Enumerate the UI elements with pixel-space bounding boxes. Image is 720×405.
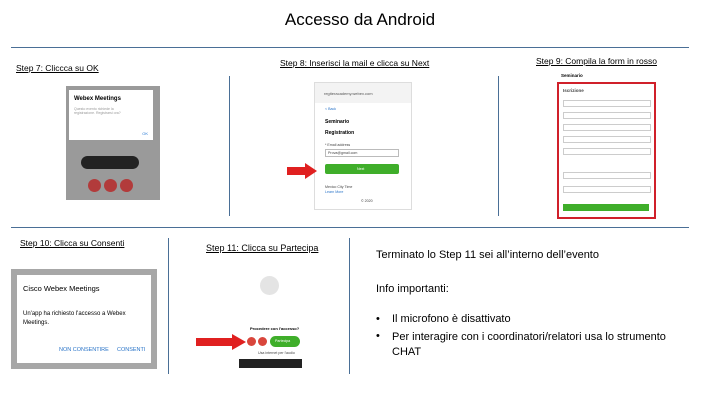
- slide-title: Accesso da Android: [284, 10, 436, 29]
- join-button[interactable]: Partecipa: [270, 336, 300, 347]
- mic-icon[interactable]: [258, 337, 267, 346]
- dark-pill-button: [81, 156, 139, 169]
- video-icon: [88, 179, 101, 192]
- join-label: Partecipa: [275, 339, 291, 343]
- form-field[interactable]: [563, 172, 651, 179]
- divider-left: [229, 76, 230, 216]
- registration-dialog: Webex Meetings Questo evento richiede la…: [69, 90, 153, 140]
- form-header-seminar: Seminario: [561, 73, 583, 78]
- completion-text: Terminato lo Step 11 sei all’interno del…: [376, 249, 599, 261]
- permission-dialog: Cisco Webex Meetings Un'app ha richiesto…: [17, 275, 151, 363]
- ok-button[interactable]: OK: [142, 131, 148, 136]
- share-icon: [120, 179, 133, 192]
- dialog-text: Un'app ha richiesto l'accesso a Webex Me…: [23, 311, 126, 326]
- step-10-label: Step 10: Clicca su Consenti: [20, 238, 125, 248]
- dialog-title: Webex Meetings: [74, 96, 121, 102]
- bullet-chat: Per interagire con i coordinatori/relato…: [392, 331, 666, 358]
- step-8-label: Step 8: Inserisci la mail e clicca su Ne…: [280, 58, 430, 68]
- middle-divider: [11, 227, 689, 228]
- divider-bottom-right: [349, 238, 350, 374]
- avatar: [260, 276, 279, 295]
- mic-icon: [104, 179, 117, 192]
- form-field[interactable]: [563, 124, 651, 131]
- divider-right: [498, 76, 499, 216]
- registration-form-highlight: Iscrizione: [557, 82, 656, 219]
- submit-button[interactable]: [563, 204, 649, 211]
- step-7-screenshot: Webex Meetings Questo evento richiede la…: [66, 86, 160, 200]
- step-7-label: Step 7: Cliccca su OK: [16, 63, 99, 73]
- join-question: Procedere con l'accesso?: [250, 326, 300, 331]
- arrow-to-join-icon: [196, 334, 246, 350]
- browser-bar: regiteracademy.webex.com: [315, 83, 411, 103]
- arrow-to-next-icon: [287, 163, 317, 179]
- audio-option[interactable]: Usa internet per l'audio: [258, 351, 295, 355]
- next-label: Next: [357, 167, 365, 171]
- divider-bottom-left: [168, 238, 169, 374]
- dialog-text: Questo evento richiede la registrazione.…: [74, 107, 121, 115]
- learn-more-link[interactable]: Learn More: [325, 190, 344, 194]
- form-field[interactable]: [563, 112, 651, 119]
- form-field[interactable]: [563, 136, 651, 143]
- form-title: Iscrizione: [563, 88, 584, 93]
- copyright-text: © 2020: [361, 199, 373, 203]
- dialog-title: Cisco Webex Meetings: [23, 284, 100, 293]
- allow-button[interactable]: CONSENTI: [117, 347, 146, 353]
- video-icon[interactable]: [247, 337, 256, 346]
- back-link[interactable]: < Back: [325, 107, 337, 111]
- registration-heading: Registration: [325, 130, 355, 136]
- top-divider: [11, 47, 689, 48]
- email-field[interactable]: Prova@gmail.com: [325, 149, 399, 157]
- bullet-dot: •: [376, 313, 380, 325]
- url-text: regiteracademy.webex.com: [324, 91, 373, 96]
- step-11-label: Step 11: Clicca su Partecipa: [206, 243, 319, 253]
- step-9-label: Step 9: Compila la form in rosso: [536, 56, 657, 66]
- nav-bar: [239, 359, 302, 368]
- timezone-text: Mexico City Time: [325, 185, 353, 189]
- email-label: * Email address: [325, 143, 351, 147]
- seminar-heading: Seminario: [325, 119, 350, 125]
- form-field[interactable]: [563, 100, 651, 107]
- next-button[interactable]: Next: [325, 164, 399, 174]
- form-field[interactable]: [563, 148, 651, 155]
- deny-button[interactable]: NON CONSENTIRE: [59, 347, 109, 353]
- step-8-screenshot: regiteracademy.webex.com < Back Seminari…: [314, 82, 412, 210]
- form-field[interactable]: [563, 186, 651, 193]
- info-heading: Info importanti:: [376, 283, 449, 295]
- step-10-screenshot: Cisco Webex Meetings Un'app ha richiesto…: [11, 269, 157, 369]
- bullet-dot: •: [376, 330, 380, 342]
- email-value: Prova@gmail.com: [328, 151, 358, 155]
- bullet-microphone: Il microfono è disattivato: [392, 313, 511, 325]
